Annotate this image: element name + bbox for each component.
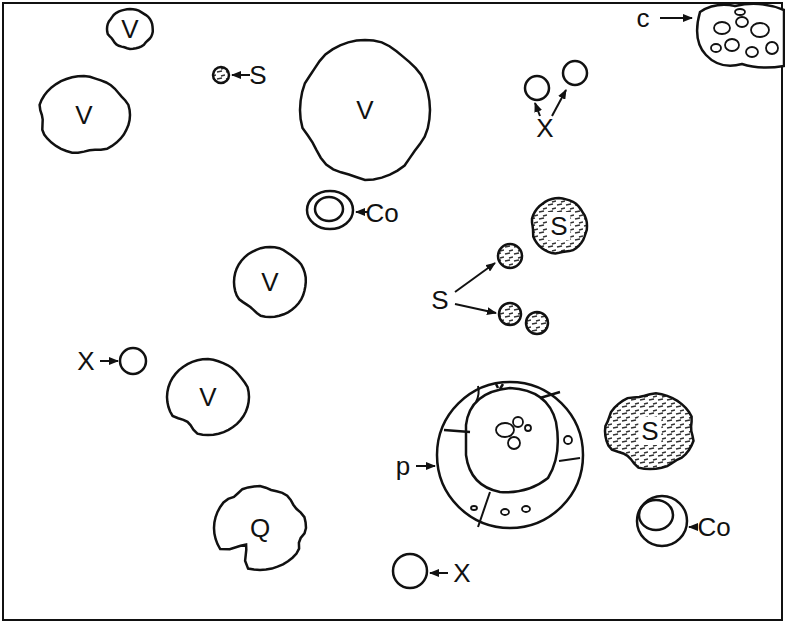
grain-letter: V [121,16,138,42]
particle-label: p [396,453,410,479]
grain-outline: Q [212,484,308,572]
grain-letter: V [261,269,278,295]
particle-label: X [536,115,553,141]
hatched-grain: S [603,391,697,471]
grain-letter: V [199,384,216,410]
grain-outline: V [165,357,251,437]
particle-label: S [249,62,266,88]
particle-label: X [453,560,470,586]
grain-outline: V [36,74,132,156]
grain-letter: V [356,97,373,123]
particle-label: Co [697,514,730,540]
grain-outline: V [105,7,155,51]
particle-label: S [431,287,448,313]
grain-letter: V [75,102,92,128]
hatched-grain: S [529,196,589,256]
grain-letter: Q [250,515,270,541]
grain-outline: V [232,245,308,319]
grain-outline: V [298,38,432,182]
grain-letter: S [547,212,570,240]
particle-label: c [637,5,650,31]
particle-label: Co [365,200,398,226]
particle-label: X [77,348,94,374]
grain-letter: S [638,417,661,445]
